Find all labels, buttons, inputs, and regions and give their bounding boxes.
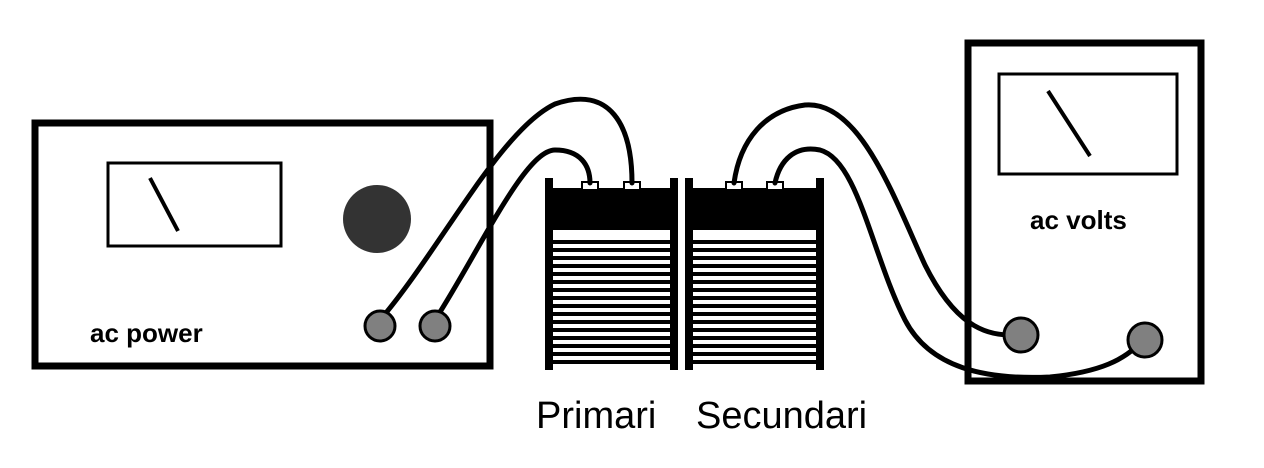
terminals <box>363 309 1164 359</box>
secondary-coil-winding <box>693 240 816 244</box>
wire-power-left-to-primary-right <box>377 96 635 323</box>
primary-coil-winding <box>553 288 670 292</box>
voltmeter-meter-window <box>997 72 1179 176</box>
power-terminal-left <box>363 309 397 343</box>
primary-coil-winding <box>553 264 670 268</box>
primary-coil-winding <box>553 320 670 324</box>
primary-coil-winding <box>553 280 670 284</box>
wire-power-right-to-primary-left <box>432 147 593 323</box>
primary-coil-label: Primari <box>536 395 656 437</box>
primary-coil-winding <box>553 352 670 356</box>
secondary-coil-winding <box>693 312 816 316</box>
primary-coil-side-left <box>545 178 553 370</box>
secondary-coil-winding <box>693 256 816 260</box>
secondary-coil-winding <box>693 280 816 284</box>
primary-coil-winding <box>553 272 670 276</box>
voltmeter-label: ac volts <box>1030 205 1127 235</box>
wire-secondary-right-to-volt-right <box>772 146 1146 380</box>
power-supply-knob <box>343 185 411 253</box>
primary-coil-winding <box>553 360 670 364</box>
secondary-coil-winding <box>693 272 816 276</box>
power-terminal-right <box>418 309 452 343</box>
secondary-coil-winding <box>693 288 816 292</box>
secondary-coil-label: Secundari <box>696 395 867 437</box>
secondary-coil <box>685 178 824 370</box>
voltmeter-terminal-left <box>1002 316 1040 354</box>
voltmeter-meter-needle <box>1046 89 1092 158</box>
primary-coil-winding <box>553 248 670 252</box>
primary-coil-side-right <box>670 178 678 370</box>
power-supply-case <box>31 119 494 370</box>
primary-coil-winding <box>553 336 670 340</box>
primary-coil-winding <box>553 344 670 348</box>
secondary-coil-winding <box>693 328 816 332</box>
ac-voltmeter: ac volts <box>964 39 1205 385</box>
secondary-coil-side-left <box>685 178 693 370</box>
primary-coil-winding <box>553 328 670 332</box>
secondary-coil-winding <box>693 336 816 340</box>
power-supply-meter-needle <box>148 177 180 232</box>
secondary-coil-winding <box>693 344 816 348</box>
secondary-coil-winding <box>693 296 816 300</box>
secondary-coil-windings <box>693 240 816 364</box>
voltmeter-case <box>964 39 1205 385</box>
secondary-coil-winding <box>693 264 816 268</box>
secondary-coil-top <box>693 188 816 230</box>
secondary-coil-winding <box>693 320 816 324</box>
voltmeter-terminal-right <box>1126 321 1164 359</box>
secondary-coil-winding <box>693 248 816 252</box>
primary-coil-winding <box>553 304 670 308</box>
wires <box>377 96 1146 380</box>
secondary-coil-winding <box>693 352 816 356</box>
primary-coil-winding <box>553 256 670 260</box>
primary-coil-winding <box>553 296 670 300</box>
primary-coil-winding <box>553 240 670 244</box>
secondary-coil-winding <box>693 360 816 364</box>
ac-power-supply: ac power <box>31 119 494 370</box>
secondary-coil-winding <box>693 304 816 308</box>
power-supply-label: ac power <box>90 318 203 348</box>
primary-coil-top <box>553 188 670 230</box>
wire-secondary-left-to-volt-left <box>731 102 1013 338</box>
power-supply-meter-window <box>106 161 283 248</box>
primary-coil-winding <box>553 312 670 316</box>
primary-coil <box>545 178 678 370</box>
secondary-coil-side-right <box>816 178 824 370</box>
primary-coil-windings <box>553 240 670 364</box>
